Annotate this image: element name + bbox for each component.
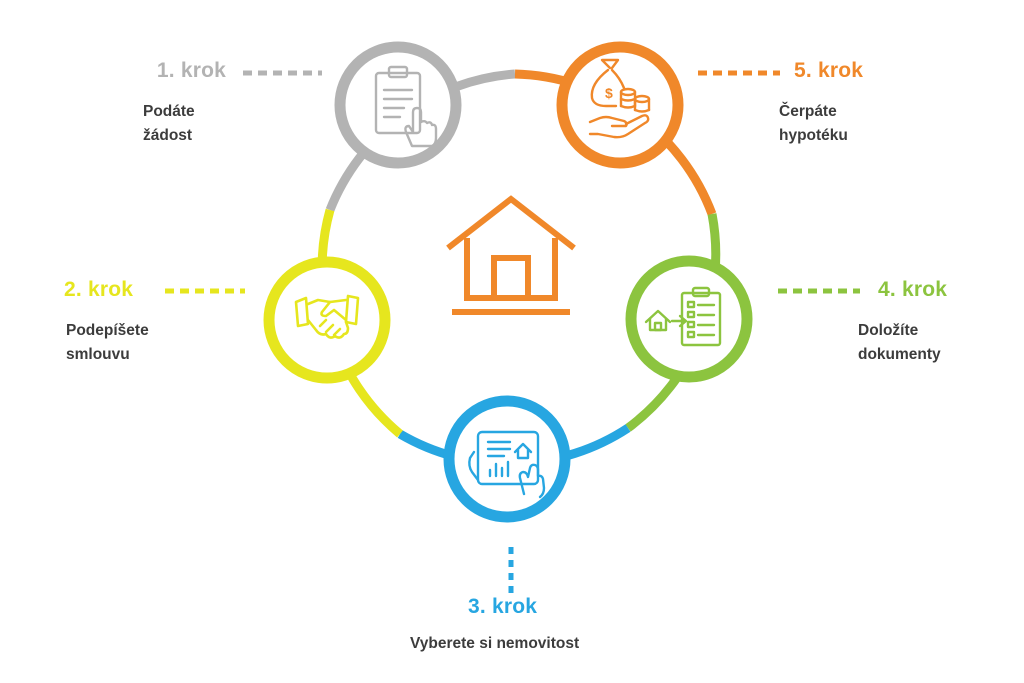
handshake-icon [294, 294, 360, 339]
tablet-property-icon [468, 430, 546, 499]
step4-circle [625, 255, 753, 383]
step1-circle [334, 41, 462, 169]
svg-text:$: $ [605, 85, 613, 101]
step3-description-line1: Vyberete si nemovitost [410, 635, 580, 652]
step1-description-line1: Podáte [143, 103, 195, 120]
step5-description-line1: Čerpáte [779, 103, 837, 120]
step2-description-line1: Podepíšete [66, 322, 149, 339]
step5-description-line2: hypotéku [779, 127, 848, 144]
step5-description: Čerpáte hypotéku [779, 100, 848, 148]
connectors [165, 70, 860, 594]
house-icon [446, 195, 576, 315]
step5-label: 5. krok [794, 59, 864, 82]
step2-label: 2. krok [64, 278, 134, 301]
step-circles [263, 41, 753, 523]
step4-description-line1: Doložíte [858, 322, 919, 339]
step4-description: Doložíte dokumenty [858, 319, 941, 367]
step3-label: 3. krok [468, 595, 538, 618]
step3-circle [443, 395, 571, 523]
money-bag-hand-icon: $ [588, 58, 651, 139]
house-checklist-icon [644, 286, 722, 347]
step1-description-line2: žádost [143, 127, 193, 144]
step4-description-line2: dokumenty [858, 346, 941, 363]
step2-description-line2: smlouvu [66, 346, 130, 363]
clipboard-hand-icon [374, 65, 438, 148]
step2-description: Podepíšete smlouvu [66, 319, 149, 367]
step4-label: 4. krok [878, 278, 948, 301]
step3-description: Vyberete si nemovitost [410, 632, 579, 656]
step1-label: 1. krok [156, 59, 226, 82]
step1-description: Podáte žádost [143, 100, 195, 148]
